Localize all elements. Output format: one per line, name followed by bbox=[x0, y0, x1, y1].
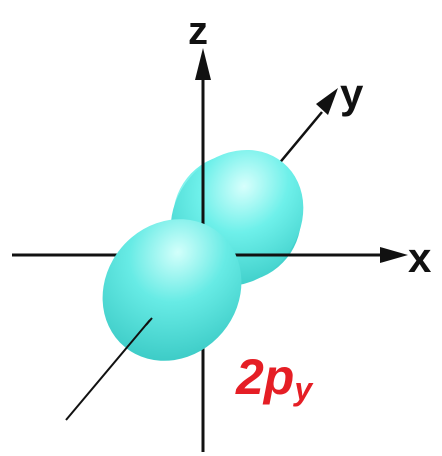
orbital-label: 2py bbox=[236, 349, 312, 405]
orbital-label-subscript: y bbox=[294, 371, 313, 407]
orbital-lobe-front bbox=[102, 219, 242, 361]
y-axis-label: y bbox=[340, 70, 364, 117]
y-axis-arrowhead bbox=[316, 88, 338, 115]
y-axis-line-front-stub bbox=[145, 317, 153, 326]
z-axis-arrowhead bbox=[195, 48, 211, 80]
orbital-label-main: 2p bbox=[236, 349, 295, 405]
x-axis-label: x bbox=[408, 234, 432, 281]
x-axis-arrowhead bbox=[380, 247, 408, 263]
y-axis-line-front bbox=[65, 319, 151, 421]
z-axis-label: z bbox=[188, 9, 208, 53]
